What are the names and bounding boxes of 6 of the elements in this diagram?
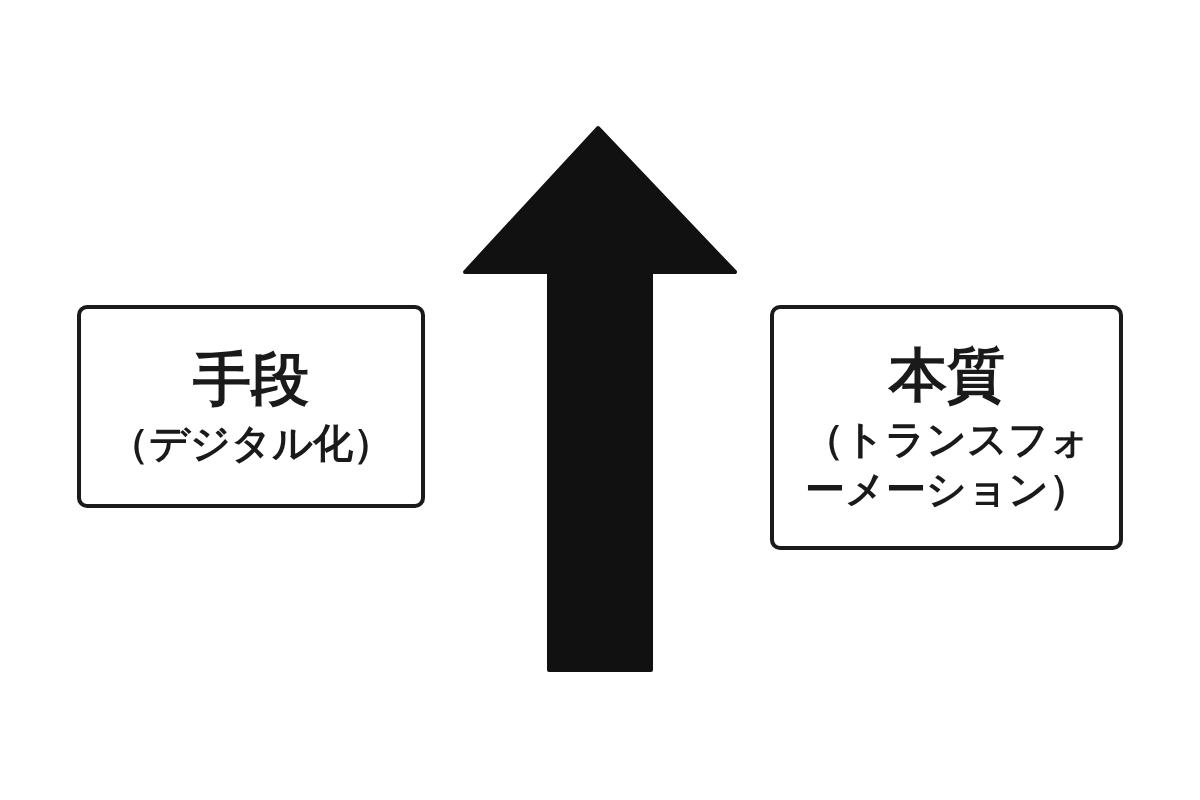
text-box	[770, 305, 1123, 550]
box-subtitle: （デジタル化）	[109, 419, 393, 469]
box-subtitle: （トランスフォーメーション）	[802, 415, 1091, 515]
box-title: 本質	[888, 340, 1005, 411]
box-title: 手段	[193, 344, 309, 415]
text-box	[77, 305, 425, 508]
